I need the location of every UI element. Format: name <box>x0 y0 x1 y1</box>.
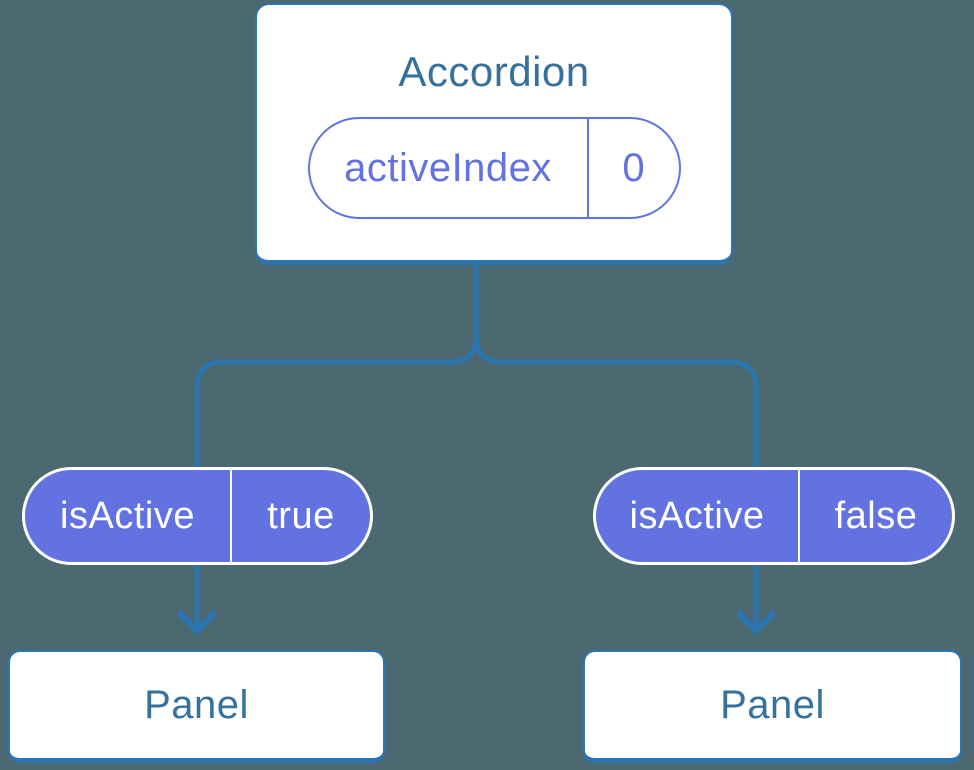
panel-title: Panel <box>720 682 825 727</box>
arrow-right-head <box>735 609 777 636</box>
prop-name-label: isActive <box>596 470 800 562</box>
prop-pill-isactive-true: isActive true <box>22 467 373 565</box>
connector-branch-left <box>194 264 479 467</box>
prop-pill-isactive-false: isActive false <box>593 467 955 565</box>
accordion-title: Accordion <box>398 48 590 95</box>
prop-value-label: true <box>267 494 335 537</box>
state-name-label: activeIndex <box>310 119 589 217</box>
panel-node-right: Panel <box>583 650 962 763</box>
panel-node-left: Panel <box>8 650 385 763</box>
prop-name-label: isActive <box>25 470 232 562</box>
accordion-node: Accordion activeIndex 0 <box>255 3 733 265</box>
arrow-left-head <box>176 609 218 636</box>
state-value-label: 0 <box>622 145 645 190</box>
connector-branch-right <box>473 335 759 467</box>
state-pill-activeindex: activeIndex 0 <box>307 117 681 219</box>
prop-value-label: false <box>834 494 918 537</box>
panel-title: Panel <box>144 682 249 727</box>
